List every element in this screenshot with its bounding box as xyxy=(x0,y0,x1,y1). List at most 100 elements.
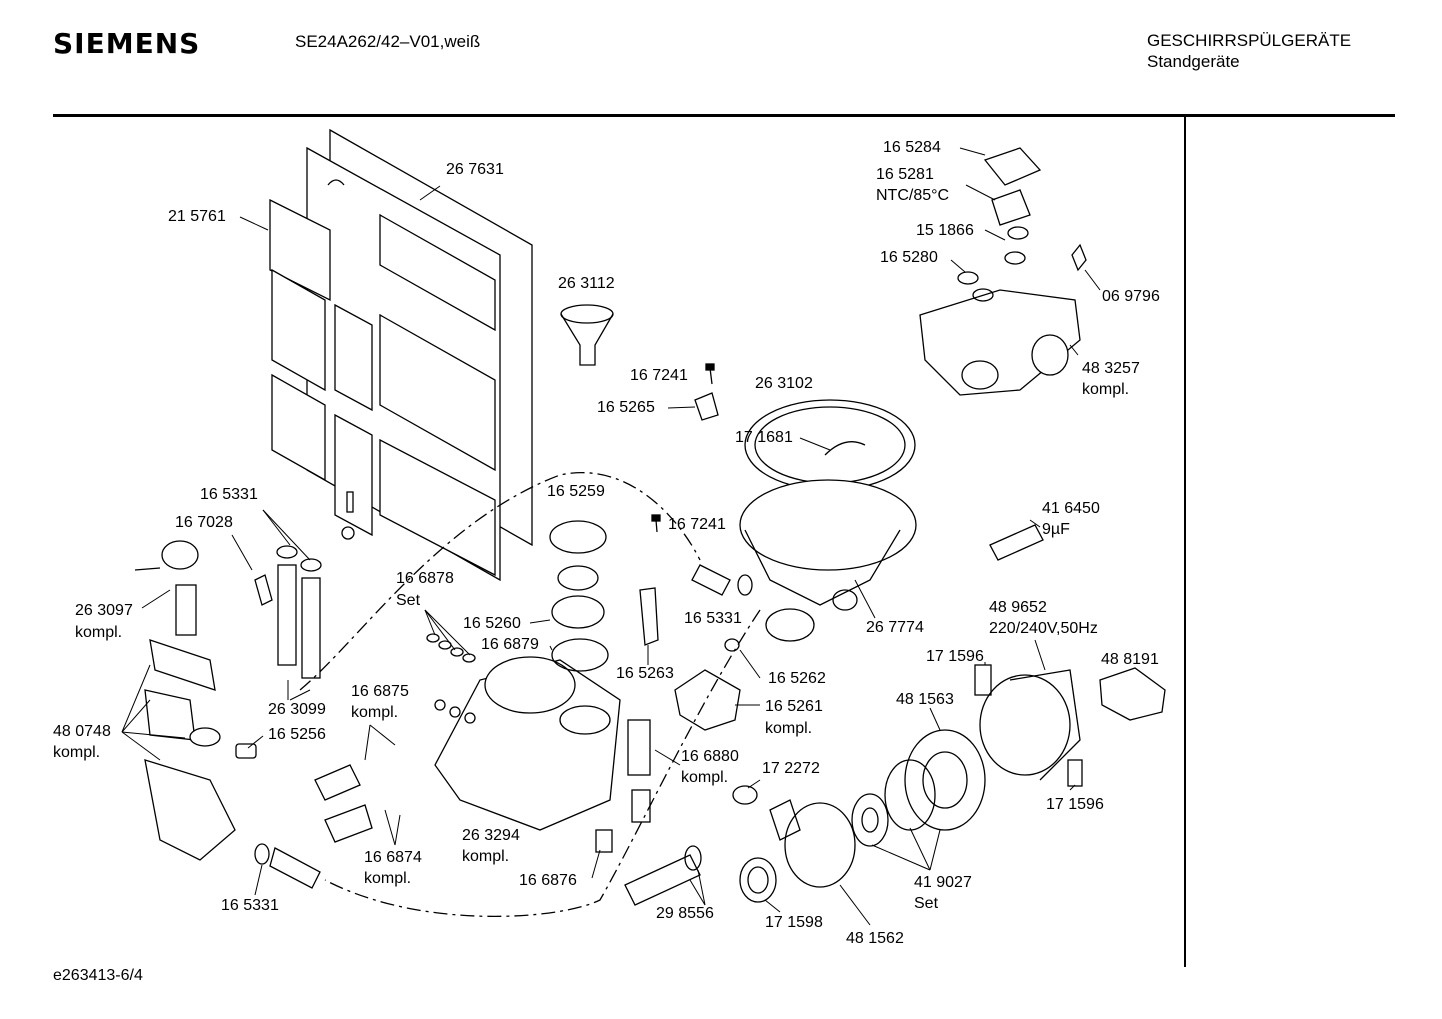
hose-part-263099 xyxy=(276,545,322,679)
header-divider xyxy=(53,114,1395,117)
part-label-267631: 26 7631 xyxy=(446,161,504,178)
part-label-voltage: 220/240V,50Hz xyxy=(989,620,1098,637)
clip-part-165262 xyxy=(724,638,740,652)
part-label-263112: 26 3112 xyxy=(558,275,615,292)
part-label-489652: 48 9652 xyxy=(989,599,1047,616)
part-label-171596-bottom: 17 1596 xyxy=(1046,796,1104,813)
seal-set-part-166878 xyxy=(426,633,476,663)
part-label-165261-kompl: kompl. xyxy=(765,720,813,737)
clip-part-171596 xyxy=(974,664,1083,787)
part-label-419027: 41 9027 xyxy=(914,874,972,891)
part-label-166879: 16 6879 xyxy=(481,636,539,653)
part-label-263294: 26 3294 xyxy=(462,827,520,844)
part-label-166876: 16 6876 xyxy=(519,872,577,889)
part-label-171681: 17 1681 xyxy=(735,429,793,446)
category-title: GESCHIRRSPÜLGERÄTE xyxy=(1147,31,1352,50)
part-label-165265: 16 5265 xyxy=(597,399,655,416)
o-rings-part-151866 xyxy=(1004,226,1029,265)
dispenser-part-166880 xyxy=(627,719,651,823)
part-label-215761: 21 5761 xyxy=(168,208,226,225)
part-label-419027-set: Set xyxy=(914,895,939,912)
capacitor-part-416450 xyxy=(989,524,1044,561)
part-label-166880: 16 6880 xyxy=(681,748,739,765)
part-label-165259: 16 5259 xyxy=(547,483,605,500)
part-label-166874-kompl: kompl. xyxy=(364,870,412,887)
part-label-480748-kompl: kompl. xyxy=(53,744,101,761)
funnel-part-263112 xyxy=(560,304,614,366)
part-label-267774: 26 7774 xyxy=(866,619,924,636)
valve-part-166874 xyxy=(324,804,373,843)
part-label-171598: 17 1598 xyxy=(765,914,823,931)
part-label-165263: 16 5263 xyxy=(616,665,674,682)
part-label-165262: 16 5262 xyxy=(768,670,826,687)
softener-cap-part-165259 xyxy=(549,520,609,672)
subcategory-title: Standgeräte xyxy=(1147,52,1240,71)
part-label-483257-kompl: kompl. xyxy=(1082,381,1130,398)
part-label-166874: 16 6874 xyxy=(364,849,422,866)
clamp-part-172272 xyxy=(732,785,758,805)
part-label-165261: 16 5261 xyxy=(765,698,823,715)
part-label-ntc: NTC/85°C xyxy=(876,187,950,204)
sensor-part-165284 xyxy=(983,147,1042,186)
part-label-488191: 48 8191 xyxy=(1101,651,1159,668)
hose-part-165331-middle xyxy=(691,564,753,596)
o-rings-part-165280 xyxy=(957,271,994,302)
hose-part-298556 xyxy=(624,845,702,906)
bracket-part-165265 xyxy=(694,392,719,421)
part-label-165260: 16 5260 xyxy=(463,615,521,632)
part-label-298556: 29 8556 xyxy=(656,905,714,922)
part-label-263102: 26 3102 xyxy=(755,375,813,392)
sump-part-267774 xyxy=(739,399,917,642)
part-label-069796: 06 9796 xyxy=(1102,288,1160,305)
pump-housing-part-481563 xyxy=(904,729,986,831)
part-label-166880-kompl: kompl. xyxy=(681,769,729,786)
inlet-valve-part-263097 xyxy=(134,540,199,636)
bracket-part-165263 xyxy=(639,587,659,646)
clip-part-167028 xyxy=(254,574,273,606)
part-label-151866: 15 1866 xyxy=(916,222,974,239)
part-label-263294-kompl: kompl. xyxy=(462,848,510,865)
model-number: SE24A262/42–V01,weiß xyxy=(295,32,481,51)
screw-part-167241 xyxy=(651,363,715,533)
part-label-166878: 16 6878 xyxy=(396,570,454,587)
part-label-165281: 16 5281 xyxy=(876,166,934,183)
clip-part-166876 xyxy=(595,829,613,853)
clip-part-069796 xyxy=(1071,243,1087,272)
part-label-167241-top: 16 7241 xyxy=(630,367,688,384)
part-label-171596-top: 17 1596 xyxy=(926,648,984,665)
aquastop-part-480748 xyxy=(144,639,236,861)
part-label-263097: 26 3097 xyxy=(75,602,133,619)
impeller-set-part-419027 xyxy=(851,759,936,847)
part-label-263097-kompl: kompl. xyxy=(75,624,123,641)
part-label-480748: 48 0748 xyxy=(53,723,111,740)
panel-part-267631 xyxy=(269,128,533,582)
gasket-part-171598 xyxy=(739,857,777,903)
part-label-481563: 48 1563 xyxy=(896,691,954,708)
ntc-sensor-part-165281 xyxy=(991,189,1031,226)
part-label-165331-mid: 16 5331 xyxy=(684,610,742,627)
part-label-172272: 17 2272 xyxy=(762,760,820,777)
part-label-165256: 16 5256 xyxy=(268,726,326,743)
part-label-166878-set: Set xyxy=(396,592,421,609)
clip-part-165256 xyxy=(235,743,257,759)
bracket-part-488191 xyxy=(1099,667,1166,721)
part-label-166875: 16 6875 xyxy=(351,683,409,700)
leader-lines xyxy=(121,147,1101,926)
water-path-line xyxy=(299,472,761,918)
part-label-9uf: 9µF xyxy=(1042,521,1070,538)
part-label-416450: 41 6450 xyxy=(1042,500,1100,517)
siemens-logo: SIEMENS xyxy=(53,27,201,60)
drawing-id: e263413-6/4 xyxy=(53,967,143,984)
part-label-166875-kompl: kompl. xyxy=(351,704,399,721)
part-label-165284: 16 5284 xyxy=(883,139,941,156)
softener-part-263294 xyxy=(434,656,621,831)
switch-part-165261 xyxy=(674,669,741,731)
part-label-165331-bottom: 16 5331 xyxy=(221,897,279,914)
hose-part-165331-bottom xyxy=(254,843,321,889)
part-label-165331-top: 16 5331 xyxy=(200,486,258,503)
part-label-167241-mid: 16 7241 xyxy=(668,516,726,533)
heater-block-part-483257 xyxy=(919,289,1081,396)
right-margin-divider xyxy=(1184,117,1186,967)
part-label-483257: 48 3257 xyxy=(1082,360,1140,377)
